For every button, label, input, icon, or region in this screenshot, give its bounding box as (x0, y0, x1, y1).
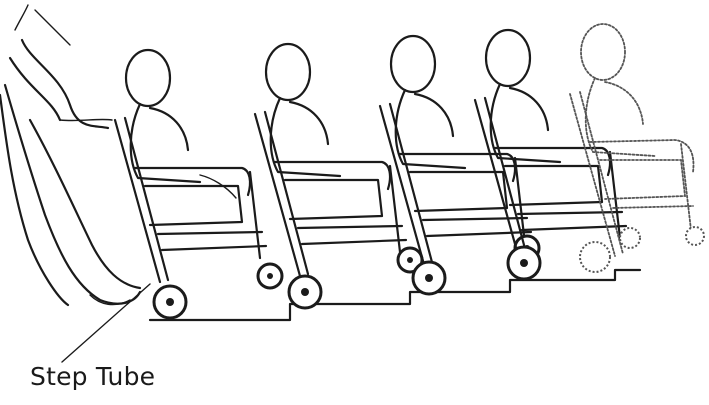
attendant-figure (0, 5, 140, 305)
step-tube-label: Step Tube (30, 362, 155, 391)
staircase (150, 270, 640, 320)
sequence-frame-1 (115, 50, 282, 318)
step-tube-leader-line (62, 284, 150, 362)
